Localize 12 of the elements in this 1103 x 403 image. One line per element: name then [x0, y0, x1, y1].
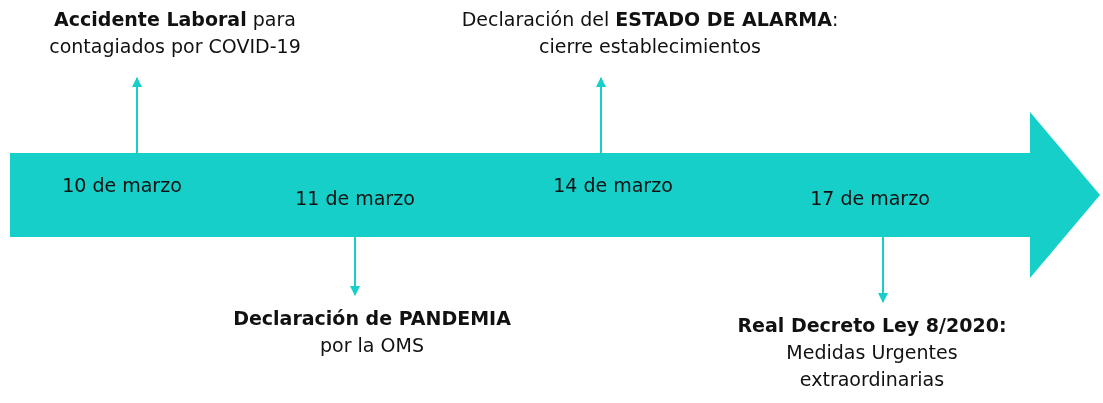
arrow	[350, 236, 360, 296]
arrow	[878, 236, 888, 303]
event-text: Declaración del ESTADO DE ALARMA: cierre establecimientos	[455, 6, 845, 60]
event-text: Declaración de PANDEMIA por la OMS	[232, 305, 512, 359]
date-label: 17 de marzo	[810, 187, 930, 209]
arrow	[596, 77, 606, 154]
event-text: Real Decreto Ley 8/2020: Medidas Urgentes extraordinarias	[712, 312, 1032, 393]
event-text: Accidente Laboral para contagiados por COVID-19	[15, 6, 335, 60]
date-label: 14 de marzo	[553, 174, 673, 196]
date-label: 11 de marzo	[295, 187, 415, 209]
date-label: 10 de marzo	[62, 174, 182, 196]
arrow	[132, 77, 142, 154]
